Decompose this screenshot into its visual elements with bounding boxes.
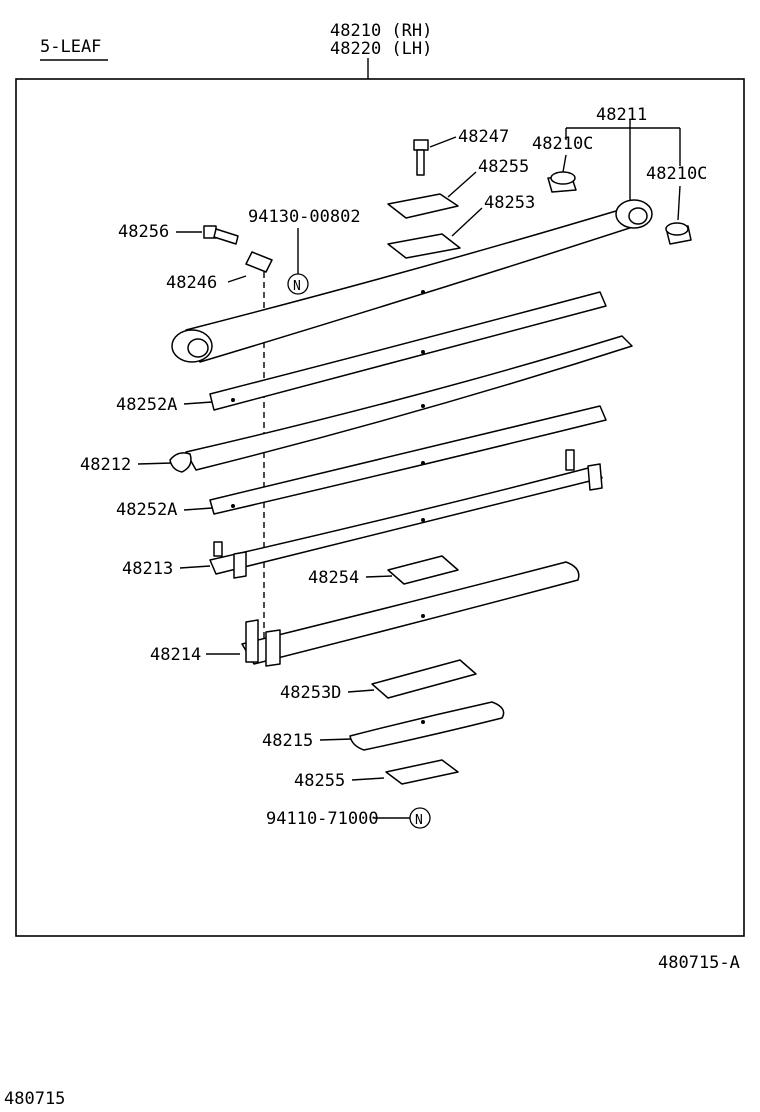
part-label-94130: 94130-00802: [248, 207, 361, 227]
leaf-48252a-2: [209, 405, 607, 515]
part-label-48210c-right: 48210C: [646, 164, 707, 184]
center-bolt: [413, 139, 429, 176]
leaf-48252a-1: [209, 291, 607, 411]
leaf-48215: [349, 701, 505, 751]
part-label-48211: 48211: [596, 105, 647, 125]
pad-48255-top: [387, 193, 459, 219]
part-label-48256: 48256: [118, 222, 169, 242]
leaf-48214: [241, 561, 580, 667]
bushing-left: [547, 171, 577, 193]
pad-48253d: [371, 659, 477, 699]
part-label-48212: 48212: [80, 455, 131, 475]
figure-code: 480715-A: [658, 953, 740, 973]
part-label-48255-bottom: 48255: [294, 771, 345, 791]
part-label-48252a-2: 48252A: [116, 500, 177, 520]
part-label-48252a-1: 48252A: [116, 395, 177, 415]
n-mark-icon-2: [409, 807, 431, 829]
leaf-count-label: 5-LEAF: [40, 37, 101, 57]
page-code: 480715: [4, 1089, 65, 1109]
pad-48254: [387, 555, 459, 585]
assembly-rh-label: 48210 (RH): [330, 21, 432, 41]
part-label-48246: 48246: [166, 273, 217, 293]
n-mark-icon-1: [287, 273, 309, 295]
leaf-48212: [169, 335, 633, 473]
svg-text:N: N: [293, 279, 301, 294]
pad-48253: [387, 233, 461, 259]
svg-text:N: N: [415, 813, 423, 828]
pin-48246: [245, 251, 273, 273]
diagram-frame: [15, 78, 745, 937]
leaf-48213: [209, 449, 603, 579]
part-label-48210c-left: 48210C: [532, 134, 593, 154]
part-label-48213: 48213: [122, 559, 173, 579]
part-label-48214: 48214: [150, 645, 201, 665]
part-label-48215: 48215: [262, 731, 313, 751]
part-label-48255-top: 48255: [478, 157, 529, 177]
pad-48255-bottom: [385, 759, 459, 785]
clip-bolt: [203, 225, 239, 245]
bushing-right: [665, 222, 692, 245]
part-label-48254: 48254: [308, 568, 359, 588]
main-leaf: [171, 199, 653, 363]
part-label-48247: 48247: [458, 127, 509, 147]
part-label-48253: 48253: [484, 193, 535, 213]
assembly-lh-label: 48220 (LH): [330, 39, 432, 59]
part-label-94110: 94110-71000: [266, 809, 379, 829]
part-label-48253d: 48253D: [280, 683, 341, 703]
